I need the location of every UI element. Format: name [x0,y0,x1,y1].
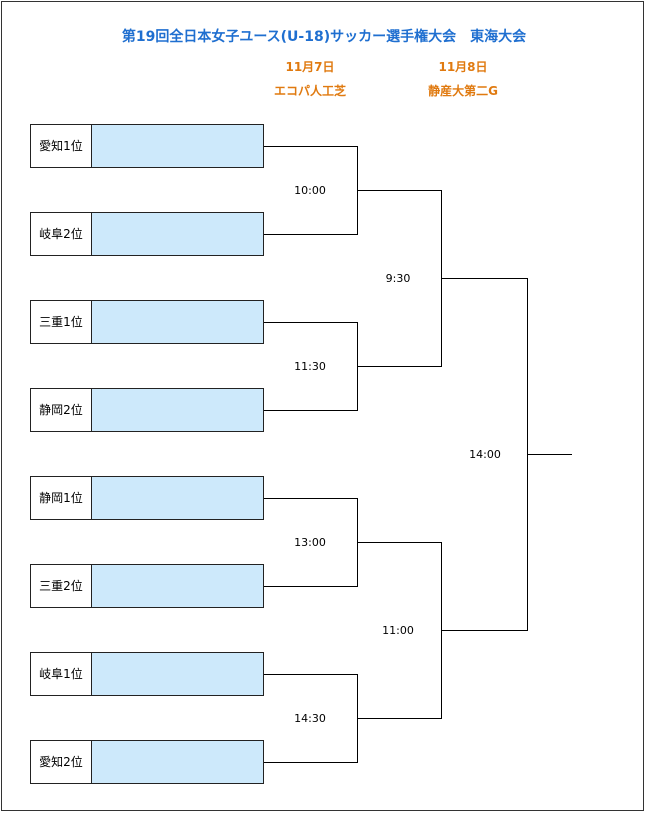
team-label: 静岡1位 [31,477,92,519]
team-name-slot [92,301,263,343]
day1-date: 11月7日 [285,60,335,74]
match-time-r2-2: 11:00 [382,624,414,637]
team-name-slot [92,477,263,519]
team-slot-7: 岐阜1位 [30,652,264,696]
team-slot-8: 愛知2位 [30,740,264,784]
match-time-final: 14:00 [469,448,501,461]
team-slot-5: 静岡1位 [30,476,264,520]
team-name-slot [92,653,263,695]
team-slot-1: 愛知1位 [30,124,264,168]
team-label: 愛知1位 [31,125,92,167]
page-title: 第19回全日本女子ユース(U-18)サッカー選手権大会 東海大会 [121,29,527,45]
team-slot-6: 三重2位 [30,564,264,608]
match-time-r2-1: 9:30 [385,272,411,285]
team-name-slot [92,741,263,783]
day2-date: 11月8日 [438,60,488,74]
team-slot-2: 岐阜2位 [30,212,264,256]
team-slot-4: 静岡2位 [30,388,264,432]
team-label: 岐阜1位 [31,653,92,695]
team-name-slot [92,389,263,431]
team-name-slot [92,125,263,167]
match-time-r1-1: 10:00 [294,184,326,197]
team-slot-3: 三重1位 [30,300,264,344]
team-label: 三重1位 [31,301,92,343]
day2-venue: 静産大第二G [428,84,498,98]
team-label: 三重2位 [31,565,92,607]
team-name-slot [92,213,263,255]
team-label: 静岡2位 [31,389,92,431]
match-time-r1-2: 11:30 [294,360,326,373]
match-time-r1-4: 14:30 [294,712,326,725]
day1-venue: エコパ人工芝 [273,84,346,98]
team-name-slot [92,565,263,607]
team-label: 愛知2位 [31,741,92,783]
team-label: 岐阜2位 [31,213,92,255]
match-time-r1-3: 13:00 [294,536,326,549]
